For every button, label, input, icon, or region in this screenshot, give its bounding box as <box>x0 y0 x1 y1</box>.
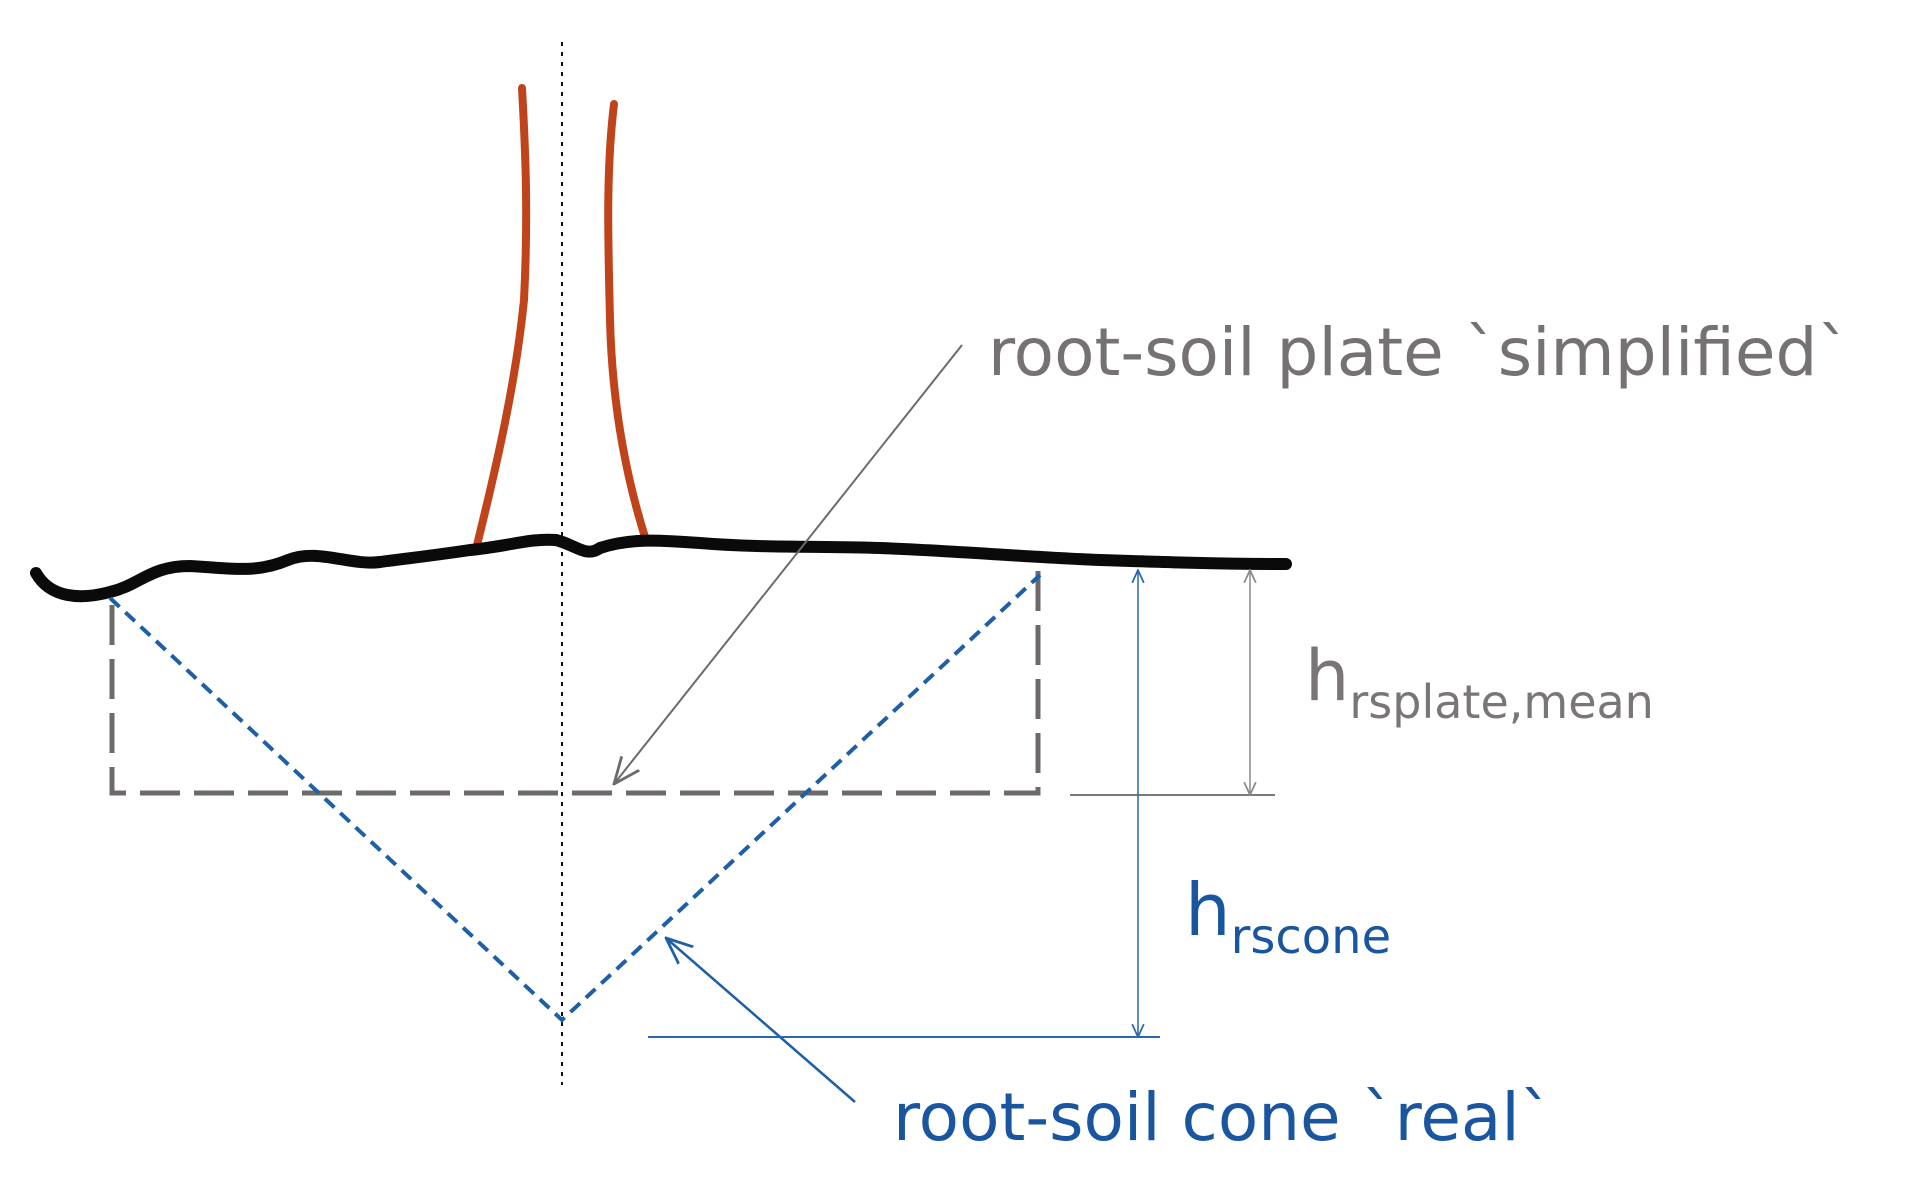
root-soil-plate-outline <box>109 565 1041 796</box>
plate-leader-arrow <box>614 344 963 784</box>
root-soil-cone-outline <box>108 573 1042 1023</box>
cone-depth-label-sub: rscone <box>1231 909 1391 965</box>
plate-depth-label: hrsplate,mean <box>1305 635 1654 729</box>
ground-surface <box>30 533 1292 603</box>
plate-depth-label-sub: rsplate,mean <box>1349 675 1653 729</box>
cone-depth-label-main: h <box>1185 868 1231 952</box>
plate-depth-label-main: h <box>1305 635 1349 717</box>
cone-leader-arrow <box>666 938 856 1103</box>
cone-depth-label: hrscone <box>1185 868 1391 965</box>
trunk-left-edge <box>473 84 531 549</box>
root-soil-cone-label: root-soil cone `real` <box>893 1079 1553 1156</box>
root-soil-plate-label: root-soil plate `simplified` <box>988 314 1850 391</box>
trunk-right-edge <box>604 100 649 541</box>
